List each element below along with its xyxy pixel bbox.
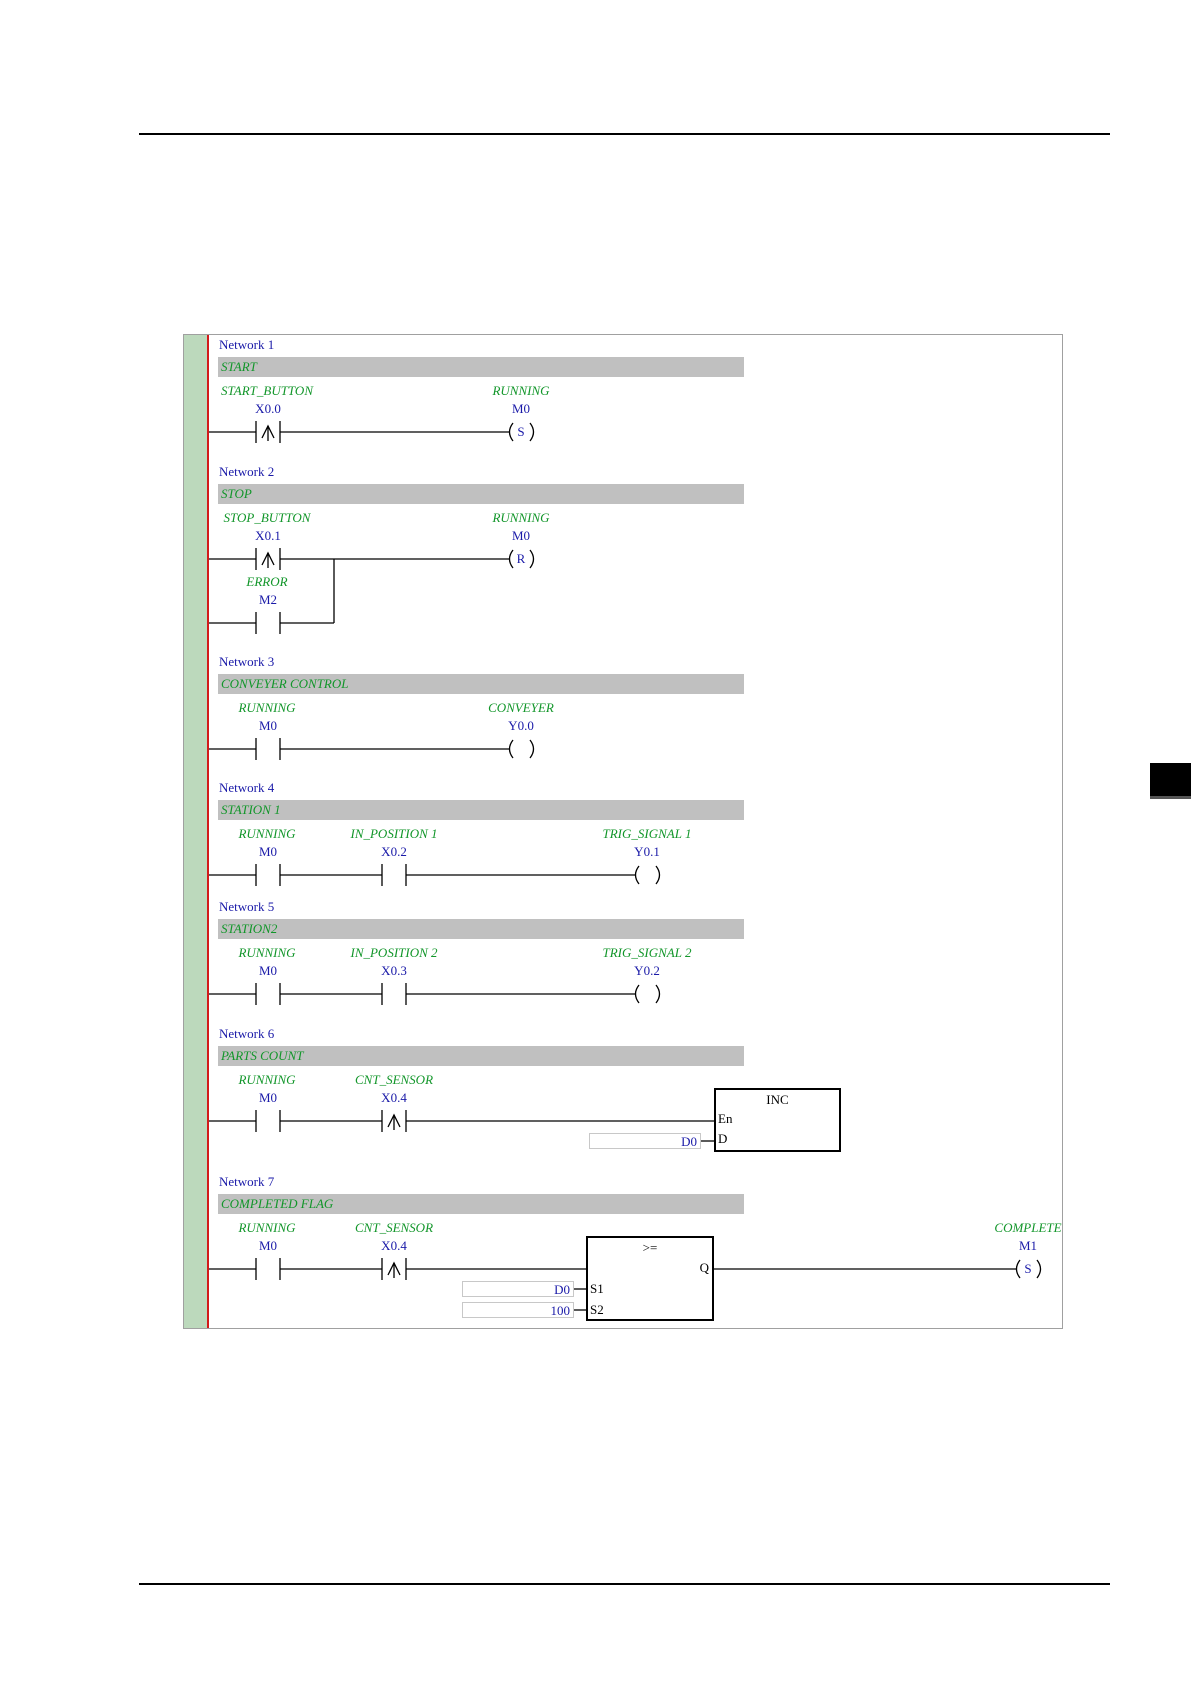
coil-tag: COMPLETE [994, 1220, 1062, 1235]
rung-5 [209, 983, 661, 1005]
coil-address[interactable]: Y0.0 [508, 718, 534, 733]
coil-tag: TRIG_SIGNAL 1 [602, 826, 692, 841]
ladder-editor[interactable]: Network 1 START START_BUTTON X0.0 RUNNIN… [183, 334, 1063, 1329]
contact-tag: RUNNING [238, 945, 296, 960]
contact-tag: RUNNING [238, 826, 296, 841]
contact-tag: RUNNING [238, 1220, 296, 1235]
inc-function-block[interactable]: INC En D [714, 1088, 841, 1152]
rung-1 [209, 421, 535, 443]
network-title: Network 5 [219, 899, 275, 914]
network-title: Network 7 [219, 1174, 275, 1189]
contact-tag: ERROR [246, 574, 288, 589]
editor-gutter [184, 335, 207, 1328]
contact-address[interactable]: M2 [258, 592, 278, 607]
network-comment[interactable]: STATION2 [218, 919, 744, 939]
chapter-tab [1150, 763, 1191, 799]
contact-address[interactable]: X0.4 [381, 1238, 407, 1253]
rung-7 [209, 1258, 1042, 1311]
contact-address[interactable]: M0 [258, 1238, 278, 1253]
operand-s1-input[interactable]: D0 [462, 1281, 574, 1297]
coil-address[interactable]: Y0.1 [634, 844, 660, 859]
network-comment[interactable]: COMPLETED FLAG [218, 1194, 744, 1214]
contact-address[interactable]: X0.2 [381, 844, 407, 859]
contact-tag: CNT_SENSOR [354, 1072, 434, 1087]
coil-tag: CONVEYER [488, 700, 554, 715]
contact-address[interactable]: X0.3 [381, 963, 407, 978]
compare-function-block[interactable]: >= S1 S2 Q [586, 1236, 714, 1321]
operand-d-input[interactable]: D0 [589, 1133, 701, 1149]
contact-tag: RUNNING [238, 1072, 296, 1087]
footer-rule [139, 1583, 1110, 1585]
network-comment[interactable]: STATION 1 [218, 800, 744, 820]
network-title: Network 3 [219, 654, 275, 669]
block-name: >= [642, 1240, 658, 1255]
network-comment[interactable]: START [218, 357, 744, 377]
pin-q: Q [699, 1260, 709, 1275]
network-comment[interactable]: PARTS COUNT [218, 1046, 744, 1066]
ladder-wiring [209, 421, 1042, 1311]
rung-3 [209, 738, 535, 760]
network-comment[interactable]: STOP [218, 484, 744, 504]
contact-tag: CNT_SENSOR [354, 1220, 434, 1235]
network-comment[interactable]: CONVEYER CONTROL [218, 674, 744, 694]
contact-tag: START_BUTTON [221, 383, 313, 398]
coil-type: S [1024, 1261, 1032, 1276]
contact-address[interactable]: X0.1 [255, 528, 281, 543]
rung-2 [209, 548, 535, 634]
block-name: INC [766, 1092, 789, 1107]
contact-address[interactable]: M0 [258, 718, 278, 733]
contact-address[interactable]: X0.4 [381, 1090, 407, 1105]
contact-tag: RUNNING [238, 700, 296, 715]
rung-4 [209, 864, 661, 886]
coil-address[interactable]: Y0.2 [634, 963, 660, 978]
contact-address[interactable]: X0.0 [255, 401, 281, 416]
pin-en: En [718, 1111, 733, 1126]
coil-address[interactable]: M1 [1018, 1238, 1038, 1253]
contact-tag: IN_POSITION 2 [350, 945, 438, 960]
network-title: Network 2 [219, 464, 275, 479]
contact-address[interactable]: M0 [258, 963, 278, 978]
power-rail [207, 335, 209, 1328]
network-title: Network 1 [219, 337, 275, 352]
network-title: Network 6 [219, 1026, 275, 1041]
coil-tag: RUNNING [492, 510, 550, 525]
contact-address[interactable]: M0 [258, 1090, 278, 1105]
header-rule [139, 133, 1110, 135]
rung-6 [209, 1110, 714, 1142]
operand-s2-input[interactable]: 100 [462, 1302, 574, 1318]
contact-address[interactable]: M0 [258, 844, 278, 859]
pin-s2: S2 [590, 1302, 604, 1317]
coil-tag: TRIG_SIGNAL 2 [602, 945, 692, 960]
coil-type: R [516, 551, 526, 566]
coil-address[interactable]: M0 [511, 528, 531, 543]
network-title: Network 4 [219, 780, 275, 795]
coil-tag: RUNNING [492, 383, 550, 398]
pin-s1: S1 [590, 1281, 604, 1296]
coil-address[interactable]: M0 [511, 401, 531, 416]
coil-type: S [517, 424, 525, 439]
pin-d: D [718, 1131, 728, 1146]
contact-tag: IN_POSITION 1 [350, 826, 438, 841]
contact-tag: STOP_BUTTON [223, 510, 311, 525]
